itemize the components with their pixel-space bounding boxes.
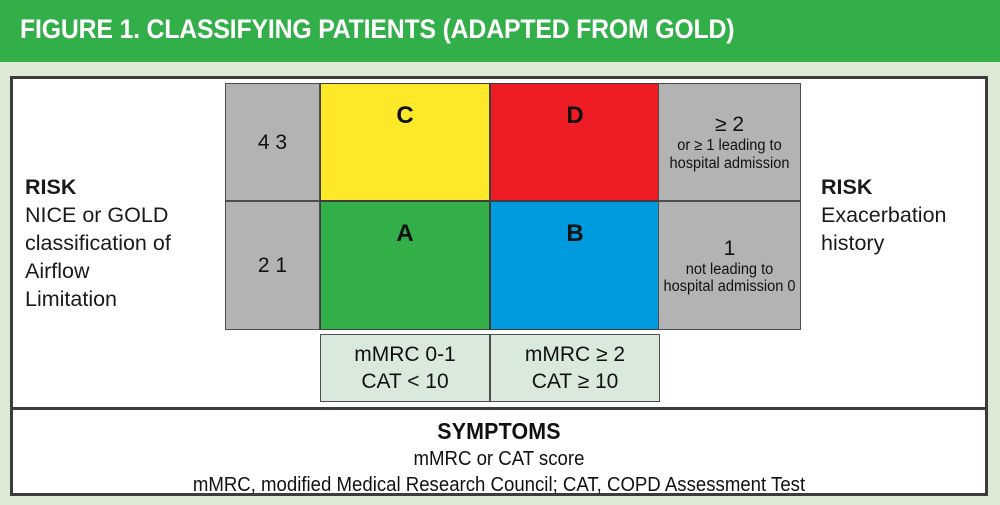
risk-right-title: RISK (821, 175, 873, 199)
quadrant-c-label: C (396, 102, 414, 129)
symptom-high-mmrc: mMRC ≥ 2 (524, 343, 626, 366)
quadrant-a-label: A (396, 220, 414, 247)
risk-right-description: Exacerbation history (821, 203, 947, 255)
quadrant-d: D (490, 83, 660, 201)
exacerbation-low-detail: not leading to hospital admission 0 (663, 260, 796, 296)
quadrant-b: B (490, 201, 660, 330)
symptom-cell-low: mMRC 0-1 CAT < 10 (320, 334, 490, 402)
figure-header-bar: FIGURE 1. CLASSIFYING PATIENTS (ADAPTED … (0, 0, 1000, 62)
figure-title: FIGURE 1. CLASSIFYING PATIENTS (ADAPTED … (20, 14, 735, 44)
symptom-cell-high: mMRC ≥ 2 CAT ≥ 10 (490, 334, 660, 402)
gold-grade-cell-4-3: 4 3 (225, 83, 320, 201)
symptom-low-mmrc: mMRC 0-1 (354, 343, 456, 366)
symptoms-footer: SYMPTOMS mMRC or CAT score mMRC, modifie… (13, 407, 985, 496)
classification-matrix: RISK NICE or GOLD classification of Airfl… (13, 79, 985, 410)
risk-left-panel: RISK NICE or GOLD classification of Airfl… (25, 145, 225, 313)
quadrant-b-label: B (566, 220, 584, 247)
quadrant-a: A (320, 201, 490, 330)
risk-left-title: RISK (25, 175, 77, 199)
exacerbation-low-count: 1 (723, 236, 736, 260)
risk-right-panel: RISK Exacerbation history (821, 145, 989, 257)
symptoms-subtitle: mMRC or CAT score (413, 448, 585, 470)
quadrant-d-label: D (566, 102, 584, 129)
quadrant-c: C (320, 83, 490, 201)
exacerbation-cell-low: 1 not leading to hospital admission 0 (658, 201, 801, 330)
figure-content-panel: RISK NICE or GOLD classification of Airfl… (10, 76, 988, 496)
gold-grade-bottom-label: 2 1 (257, 254, 288, 277)
exacerbation-high-count: ≥ 2 (714, 113, 745, 136)
exacerbation-cell-high: ≥ 2 or ≥ 1 leading to hospital admission (658, 83, 801, 201)
gold-grade-cell-2-1: 2 1 (225, 201, 320, 330)
symptoms-title: SYMPTOMS (437, 418, 561, 444)
symptoms-abbreviation-legend: mMRC, modified Medical Research Council;… (192, 474, 806, 496)
risk-left-description: NICE or GOLD classification of Airflow L… (25, 203, 171, 311)
exacerbation-high-detail: or ≥ 1 leading to hospital admission (669, 137, 790, 172)
symptom-high-cat: CAT ≥ 10 (531, 370, 619, 393)
symptom-low-cat: CAT < 10 (361, 370, 449, 393)
gold-grade-top-label: 4 3 (257, 130, 288, 154)
